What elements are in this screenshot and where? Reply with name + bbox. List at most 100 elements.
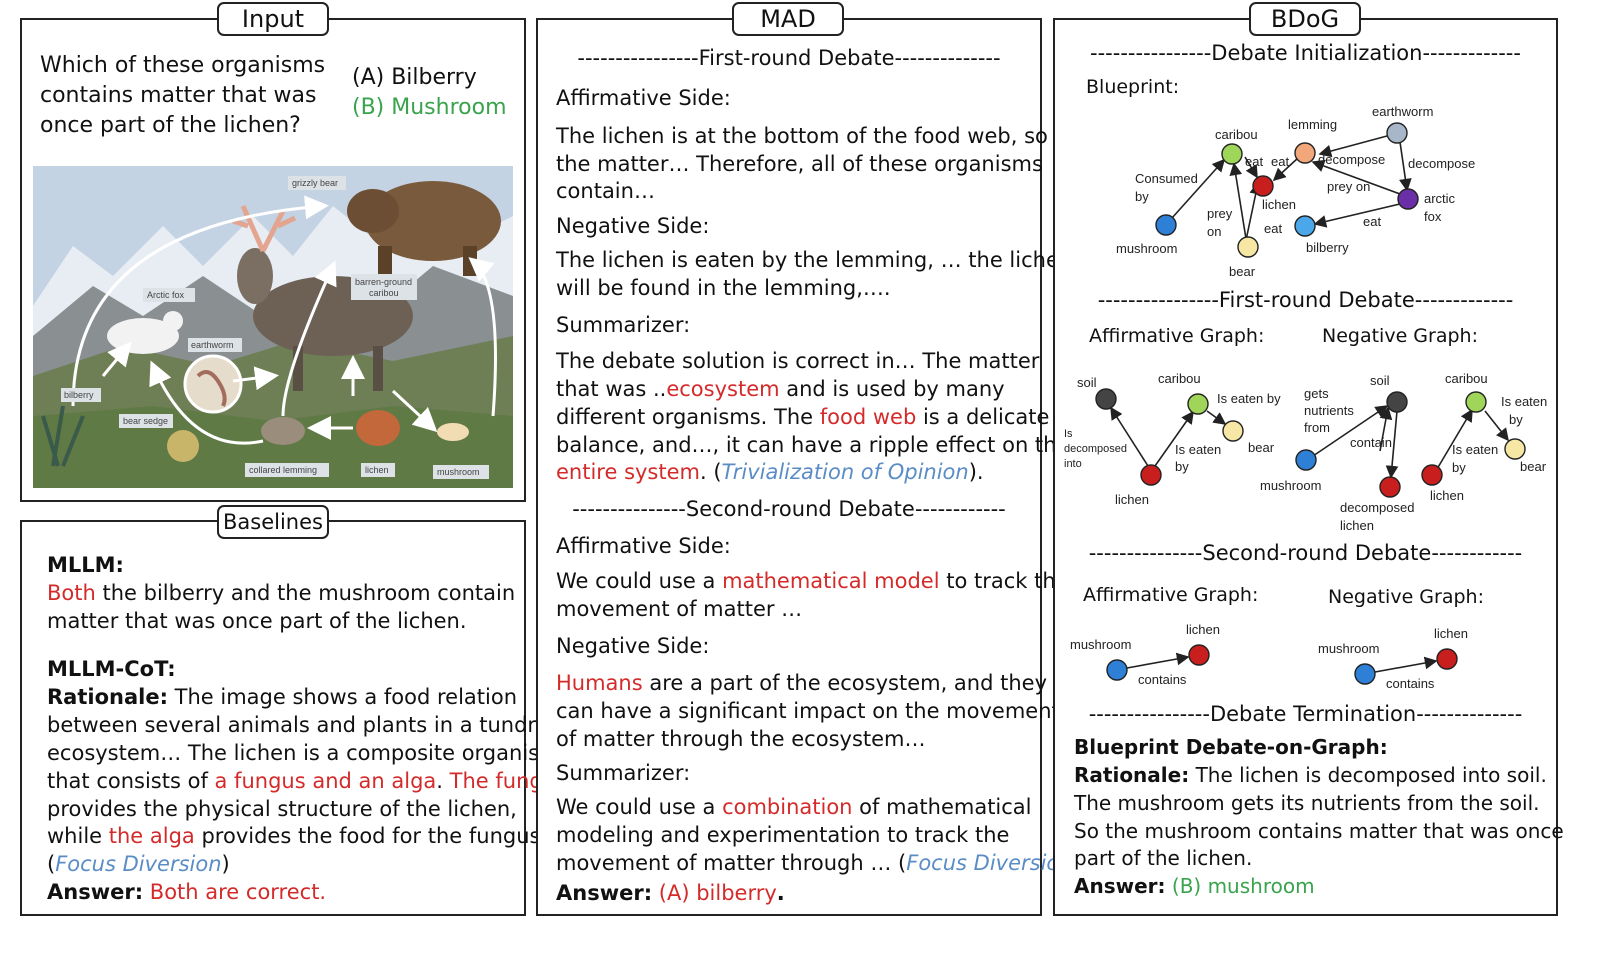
bdog-answer: Answer: (B) mushroom — [1074, 872, 1315, 901]
cot-line-1: Rationale: The image shows a food relati… — [47, 683, 517, 712]
g1n2-node-lichen: lichen — [1430, 488, 1464, 503]
mad-round1-heading: ----------------First-round Debate------… — [536, 46, 1042, 70]
mad-neg-label-2: Negative Side: — [556, 632, 709, 661]
bdog-termination-heading: ----------------Debate Termination------… — [1053, 702, 1558, 726]
mad-sum-label-1: Summarizer: — [556, 311, 690, 340]
bdog-result-title: Blueprint Debate-on-Graph: — [1074, 733, 1388, 762]
g1a-edge-by: by — [1175, 459, 1189, 474]
label-mushroom: mushroom — [437, 467, 480, 477]
mad-sum2-l1: We could use a combination of mathematic… — [556, 793, 1032, 822]
mad-sum2-l2: modeling and experimentation to track th… — [556, 821, 1009, 850]
bdog-r-line-1: Rationale: The lichen is decomposed into… — [1074, 761, 1547, 790]
mad-aff1-l2: the matter… Therefore, all of these orga… — [556, 150, 1043, 179]
g2a-edge-contains: contains — [1138, 672, 1187, 687]
bdog-round1-heading: ----------------First-round Debate------… — [1053, 288, 1558, 312]
bp-edge-on: on — [1207, 224, 1221, 239]
mllm-line-2: matter that was once part of the lichen. — [47, 607, 467, 636]
question-line-3: once part of the lichen? — [40, 113, 301, 138]
label-lichen: lichen — [365, 465, 389, 475]
g1n-node-soil: soil — [1370, 373, 1390, 388]
g2n-node-mushroom: mushroom — [1318, 641, 1379, 656]
cot-line-7: (Focus Diversion) — [47, 850, 230, 879]
g2a-node-lichen: lichen — [1186, 622, 1220, 637]
bp-node-mushroom: mushroom — [1116, 241, 1177, 256]
g1a-node-lichen: lichen — [1115, 492, 1149, 507]
cot-line-3: ecosystem… The lichen is a composite org… — [47, 739, 560, 768]
g1a-node-soil: soil — [1077, 375, 1097, 390]
g1n2-edge-iseaten-1: Is eaten — [1501, 394, 1547, 409]
label-sedge: bear sedge — [123, 416, 168, 426]
mad-sum-label-2: Summarizer: — [556, 759, 690, 788]
bp-edge-eat-1: eat — [1245, 154, 1263, 169]
bp-edge-eat-4: eat — [1363, 214, 1381, 229]
g1n2-node-caribou: caribou — [1445, 371, 1488, 386]
mad-answer: Answer: (A) bilberry. — [556, 879, 785, 908]
g1a-edge-decomposed: decomposed — [1064, 443, 1127, 455]
g1n-edge-contain: contain — [1350, 435, 1392, 450]
question-line-1: Which of these organisms — [40, 53, 325, 78]
bdog-neg-graph-label-1: Negative Graph: — [1322, 325, 1478, 347]
g1a-edge-iseaten: Is eaten — [1175, 442, 1221, 457]
cot-line-5: provides the physical structure of the l… — [47, 795, 517, 824]
bdog-tab: BDoG — [1249, 2, 1361, 36]
bp-node-fox: fox — [1424, 209, 1442, 224]
mad-sum1-l2: that was ..ecosystem and is used by many — [556, 375, 1005, 404]
mad-aff-label-2: Affirmative Side: — [556, 532, 731, 561]
mad-neg2-l2: can have a significant impact on the mov… — [556, 697, 1060, 726]
bdog-aff-graph-label-1: Affirmative Graph: — [1089, 325, 1264, 347]
question-line-2: contains matter that was — [40, 83, 316, 108]
label-bilberry: bilberry — [64, 390, 94, 400]
blueprint-graph: caribou lemming earthworm lichen arctic … — [1100, 100, 1480, 285]
bp-edge-eat-2: eat — [1271, 154, 1289, 169]
round1-graphs: soil caribou bear lichen Is eaten by Is … — [1060, 360, 1550, 540]
g2n-node-lichen: lichen — [1434, 626, 1468, 641]
g1n-edge-from: from — [1304, 420, 1330, 435]
input-tab: Input — [217, 2, 329, 36]
label-caribou-2: caribou — [369, 288, 399, 298]
bp-edge-consumed: Consumed — [1135, 171, 1198, 186]
cot-line-6: while the alga provides the food for the… — [47, 822, 554, 851]
g1n-node-lichen: lichen — [1340, 518, 1374, 533]
bp-edge-prey-on: prey on — [1327, 179, 1370, 194]
mad-aff-label-1: Affirmative Side: — [556, 84, 731, 113]
g1a-node-caribou: caribou — [1158, 371, 1201, 386]
bp-node-lichen: lichen — [1262, 197, 1296, 212]
mad-neg1-l1: The lichen is eaten by the lemming, … th… — [556, 246, 1072, 275]
g2a-node-mushroom: mushroom — [1070, 637, 1131, 652]
bp-edge-decompose-1: decompose — [1318, 152, 1385, 167]
mad-sum2-l3: movement of matter through … (Focus Dive… — [556, 849, 1081, 878]
g1n2-edge-by-1: by — [1509, 412, 1523, 427]
option-b: (B) Mushroom — [352, 95, 507, 120]
mad-sum1-l1: The debate solution is correct in… The m… — [556, 347, 1039, 376]
mad-sum1-l3: different organisms. The food web is a d… — [556, 403, 1049, 432]
mad-neg2-l3: of matter through the ecosystem… — [556, 725, 926, 754]
bp-node-bilberry: bilberry — [1306, 240, 1349, 255]
mad-sum1-l5: entire system. (Trivialization of Opinio… — [556, 458, 984, 487]
g1a-edge-is: Is — [1064, 428, 1073, 440]
g1n2-edge-by-2: by — [1452, 460, 1466, 475]
bp-node-earthworm: earthworm — [1372, 104, 1433, 119]
label-earthworm: earthworm — [191, 340, 234, 350]
bdog-neg-graph-label-2: Negative Graph: — [1328, 586, 1484, 608]
bp-node-lemming: lemming — [1288, 117, 1337, 132]
g1a-edge-eaten: Is eaten by — [1217, 391, 1281, 406]
cot-line-2: between several animals and plants in a … — [47, 711, 549, 740]
mad-neg1-l2: will be found in the lemming,…. — [556, 274, 891, 303]
cot-title: MLLM-CoT: — [47, 655, 176, 684]
g1n2-node-bear: bear — [1520, 459, 1547, 474]
bdog-aff-graph-label-2: Affirmative Graph: — [1083, 584, 1258, 606]
g1n-edge-gets: gets — [1304, 386, 1329, 401]
bp-edge-eat-3: eat — [1264, 221, 1282, 236]
g1n-node-decomposed: decomposed — [1340, 500, 1414, 515]
label-lemming: collared lemming — [249, 465, 317, 475]
mad-round2-heading: ---------------Second-round Debate------… — [536, 497, 1042, 521]
baselines-tab: Baselines — [217, 505, 329, 539]
g1n-edge-nutrients: nutrients — [1304, 403, 1354, 418]
bdog-round2-heading: ---------------Second-round Debate------… — [1053, 541, 1558, 565]
mad-sum1-l4: balance, and…, it can have a ripple effe… — [556, 431, 1069, 460]
mad-tab: MAD — [732, 2, 844, 36]
cot-answer: Answer: Both are correct. — [47, 878, 326, 907]
mad-aff1-l3: contain… — [556, 177, 655, 206]
g2n-edge-contains: contains — [1386, 676, 1435, 691]
